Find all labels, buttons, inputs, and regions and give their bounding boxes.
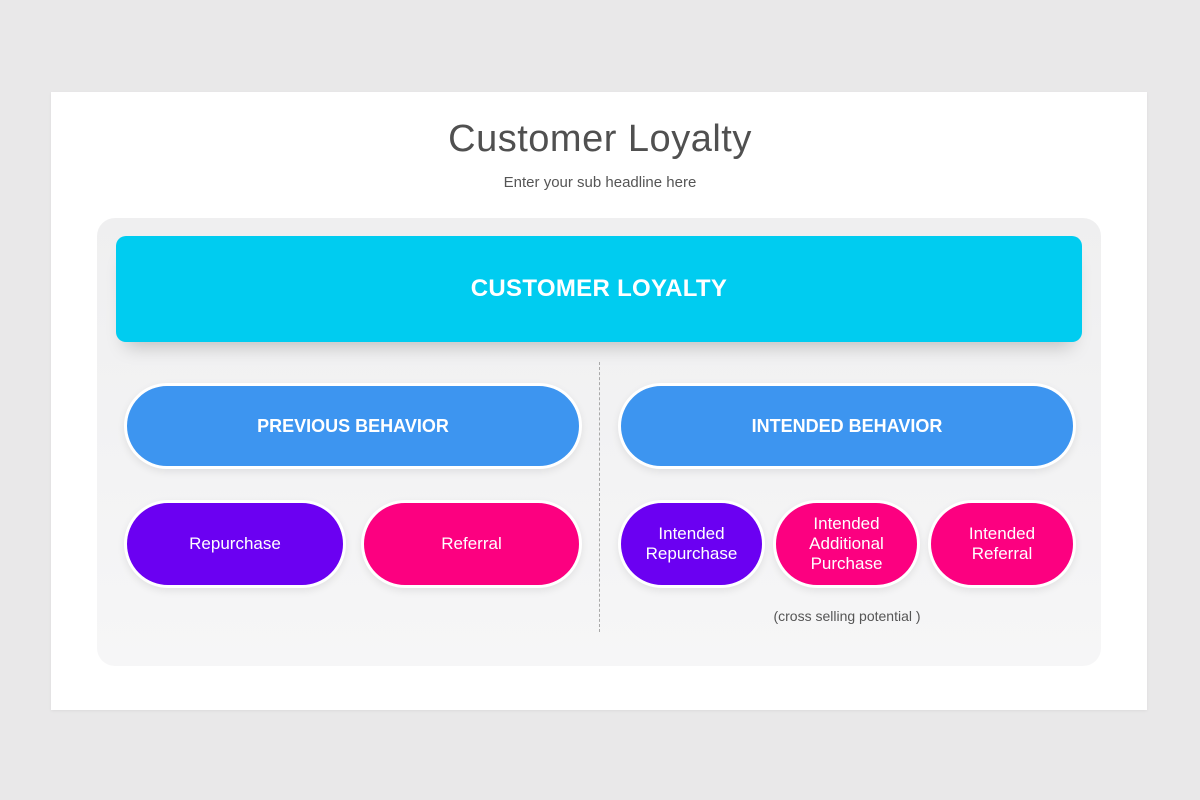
cross-selling-note: (cross selling potential ) — [773, 608, 921, 624]
intended-referral-pill: Intended Referral — [928, 500, 1076, 588]
page-subtitle: Enter your sub headline here — [503, 174, 697, 191]
previous-behavior-pill: PREVIOUS BEHAVIOR — [124, 383, 582, 469]
page-title: Customer Loyalty — [448, 118, 752, 160]
intended-behavior-pill: INTENDED BEHAVIOR — [618, 383, 1076, 469]
root-banner: CUSTOMER LOYALTY — [116, 236, 1082, 342]
intended-additional-purchase-pill: Intended Additional Purchase — [773, 500, 920, 588]
intended-repurchase-pill: Intended Repurchase — [618, 500, 765, 588]
referral-pill: Referral — [361, 500, 582, 588]
dashed-divider — [599, 362, 600, 632]
repurchase-pill: Repurchase — [124, 500, 346, 588]
